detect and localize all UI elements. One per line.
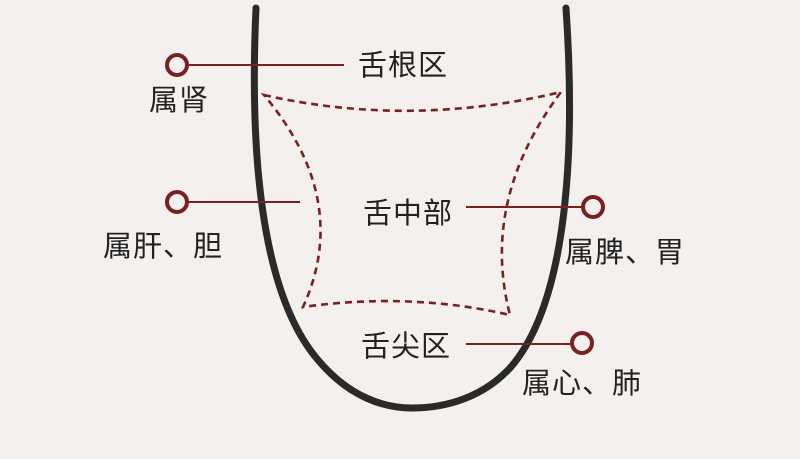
- middle-organ-label: 属脾、胃: [565, 235, 686, 269]
- tongue-outline: [250, 4, 573, 412]
- root-region-label: 舌根区: [358, 48, 449, 82]
- sides-organ-label: 属肝、胆: [103, 229, 224, 263]
- root-marker: [165, 53, 189, 77]
- middle-region-boundary: [260, 89, 565, 317]
- middle-region-label: 舌中部: [363, 196, 454, 230]
- root-organ-label: 属肾: [149, 83, 210, 117]
- sides-marker: [165, 190, 189, 214]
- tip-region-label: 舌尖区: [361, 329, 452, 363]
- middle-marker: [581, 195, 605, 219]
- tip-marker: [570, 331, 594, 355]
- tip-organ-label: 属心、肺: [522, 366, 643, 400]
